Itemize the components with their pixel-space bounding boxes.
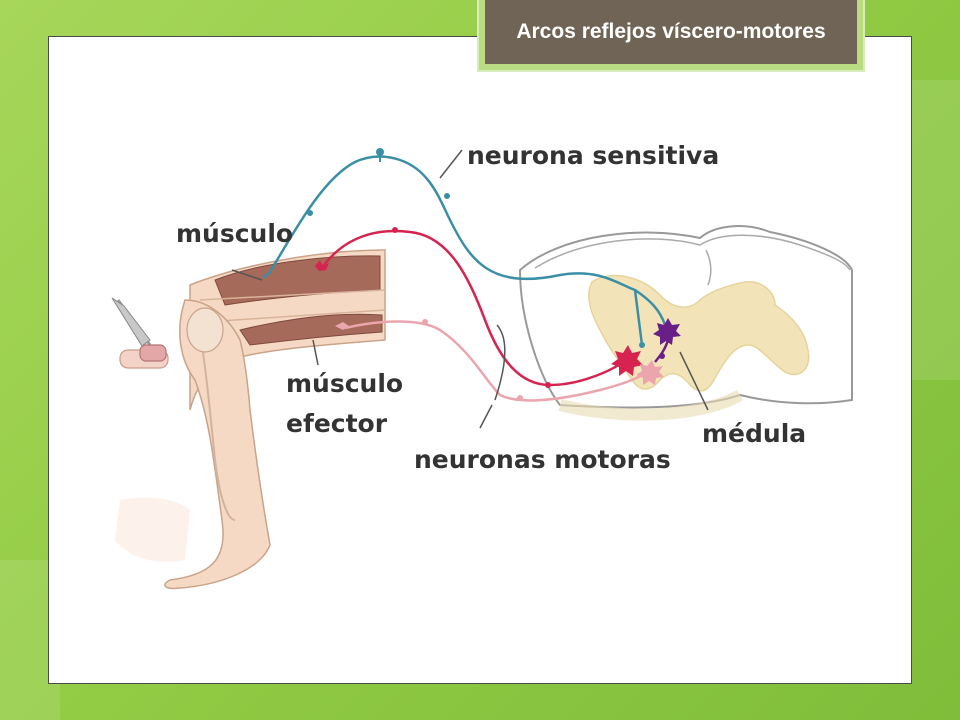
reflex-hammer [111,297,169,369]
label-neuronas-motoras: neuronas motoras [414,445,671,474]
motor-neuron-pink-soma [636,360,664,385]
motor-neuron-pink [335,319,664,402]
leg [115,249,386,590]
background-shape [912,80,960,380]
label-medula: médula [702,419,806,448]
label-musculo-efector-1: músculo [286,369,403,398]
spinal-cord-outer [558,389,743,421]
motor-neuron-red [315,227,643,388]
slide-title: Arcos reflejos víscero-motores [516,20,826,43]
interneuron [653,318,681,363]
label-neurona-sensitiva: neurona sensitiva [467,141,719,170]
grey-matter [588,274,810,392]
label-musculo: músculo [176,219,293,248]
leader-lines [231,149,709,429]
title-box: Arcos reflejos víscero-motores [485,0,857,64]
title-frame: Arcos reflejos víscero-motores [477,0,865,72]
motor-neuron-red-soma [611,345,643,376]
label-musculo-efector-2: efector [286,409,388,438]
sensory-neuron [262,148,667,348]
